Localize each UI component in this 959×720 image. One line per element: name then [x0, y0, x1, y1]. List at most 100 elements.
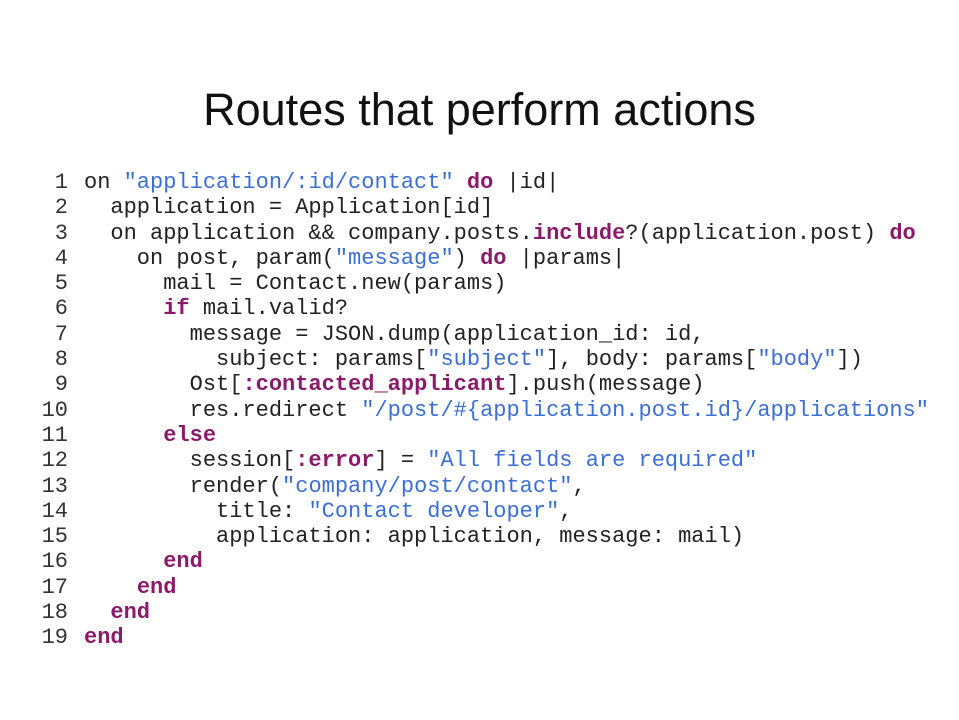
code-source: end	[84, 574, 177, 600]
code-text: res.redirect	[84, 397, 362, 423]
code-source: end	[84, 600, 150, 625]
line-number: 7	[54, 321, 68, 347]
code-text: |params|	[506, 245, 626, 271]
code-text: ,	[572, 473, 586, 499]
code-string: "All fields are required"	[427, 448, 758, 474]
code-keyword: end	[110, 600, 151, 626]
code-source: else	[84, 423, 216, 448]
code-line: 4 on post, param("message") do |params|	[0, 245, 626, 271]
line-number: 15	[41, 524, 68, 550]
line-number: 1	[54, 170, 68, 195]
code-keyword: else	[163, 422, 217, 448]
code-line: 6 if mail.valid?	[0, 296, 348, 322]
code-line: 12 session[:error] = "All fields are req…	[0, 448, 758, 474]
code-string: "body"	[757, 347, 837, 373]
code-symbol: :contacted_applicant	[242, 372, 507, 398]
code-string: "company/post/contact"	[282, 473, 573, 499]
code-text: application: application, message: mail)	[84, 524, 745, 550]
code-keyword: do	[889, 220, 916, 246]
code-source: subject: params["subject"], body: params…	[84, 347, 863, 372]
code-line: 14 title: "Contact developer",	[0, 498, 573, 524]
code-line: 1 on "application/:id/contact" do |id|	[0, 170, 560, 195]
code-source: end	[84, 625, 124, 650]
code-text	[84, 600, 110, 625]
code-line: 11 else	[0, 422, 216, 448]
code-string: "/post/#{application.post.id}/applicatio…	[361, 397, 929, 423]
code-source: Ost[:contacted_applicant].push(message)	[84, 372, 705, 397]
line-number: 11	[41, 422, 68, 448]
code-text: Ost[	[84, 372, 243, 398]
slide-title: Routes that perform actions	[203, 84, 756, 135]
code-line: 2 application = Application[id]	[0, 195, 493, 221]
code-text: subject: params[	[84, 347, 428, 373]
code-source: on application && company.posts.include?…	[84, 220, 916, 246]
line-number: 14	[41, 498, 68, 524]
line-number: 13	[41, 473, 68, 499]
code-text	[84, 296, 163, 321]
code-line: 19 end	[0, 625, 124, 651]
code-text: message = JSON.dump(application_id: id,	[84, 321, 705, 347]
line-number: 9	[54, 372, 68, 398]
code-source: session[:error] = "All fields are requir…	[84, 448, 758, 474]
code-keyword: end	[163, 549, 203, 575]
code-keyword: end	[84, 625, 124, 651]
code-text	[84, 423, 163, 448]
line-number: 5	[54, 271, 68, 297]
code-string: "subject"	[427, 347, 547, 373]
code-text: title:	[84, 498, 309, 524]
code-line: 7 message = JSON.dump(application_id: id…	[0, 321, 705, 347]
code-line: 10 res.redirect "/post/#{application.pos…	[0, 398, 929, 423]
code-text: )	[453, 245, 481, 271]
line-number: 4	[54, 245, 68, 271]
code-line: 9 Ost[:contacted_applicant].push(message…	[0, 372, 705, 398]
code-source: message = JSON.dump(application_id: id,	[84, 322, 705, 347]
line-number: 6	[54, 296, 68, 322]
line-number: 2	[54, 195, 68, 221]
code-line: 18 end	[0, 600, 150, 626]
code-text: on post, param(	[84, 245, 335, 271]
line-number: 16	[41, 549, 68, 575]
code-text	[84, 575, 137, 600]
code-text: mail = Contact.new(params)	[84, 271, 507, 297]
line-number: 18	[41, 600, 68, 626]
code-line: 13 render("company/post/contact",	[0, 473, 586, 499]
code-line: 16 end	[0, 549, 203, 575]
line-number: 17	[41, 574, 68, 600]
code-source: res.redirect "/post/#{application.post.i…	[84, 398, 929, 423]
code-text: application = Application[id]	[84, 195, 494, 221]
code-text: ].push(message)	[506, 372, 705, 398]
code-keyword: if	[163, 296, 190, 322]
code-text: on	[84, 170, 124, 195]
code-line: 3 on application && company.posts.includ…	[0, 220, 916, 246]
code-line: 5 mail = Contact.new(params)	[0, 271, 507, 297]
code-line: 8 subject: params["subject"], body: para…	[0, 347, 863, 372]
code-text: ], body: params[	[546, 347, 758, 373]
code-text: session[	[84, 448, 296, 474]
code-text: |id|	[493, 170, 560, 195]
code-text: render(	[84, 473, 283, 499]
code-symbol: :error	[295, 448, 375, 474]
code-text: ])	[836, 347, 863, 373]
code-source: end	[84, 549, 203, 574]
code-source: render("company/post/contact",	[84, 474, 586, 499]
code-string: "message"	[334, 245, 454, 271]
line-number: 3	[54, 220, 68, 246]
code-source: mail = Contact.new(params)	[84, 271, 506, 296]
code-source: on "application/:id/contact" do |id|	[84, 170, 559, 195]
code-keyword: do	[480, 245, 507, 271]
code-keyword: end	[136, 574, 177, 600]
code-keyword: include	[532, 220, 626, 246]
code-line: 15 application: application, message: ma…	[0, 524, 745, 550]
code-keyword: do	[466, 170, 494, 195]
code-text	[84, 549, 163, 574]
code-text: ,	[559, 498, 573, 524]
code-text: mail.valid?	[189, 296, 349, 322]
code-source: title: "Contact developer",	[84, 499, 572, 524]
code-source: if mail.valid?	[84, 296, 348, 321]
line-number: 12	[41, 448, 68, 474]
line-number: 19	[41, 625, 68, 651]
code-line: 17 end	[0, 574, 177, 600]
code-string: "application/:id/contact"	[123, 170, 454, 195]
code-string: "Contact developer"	[308, 498, 560, 524]
